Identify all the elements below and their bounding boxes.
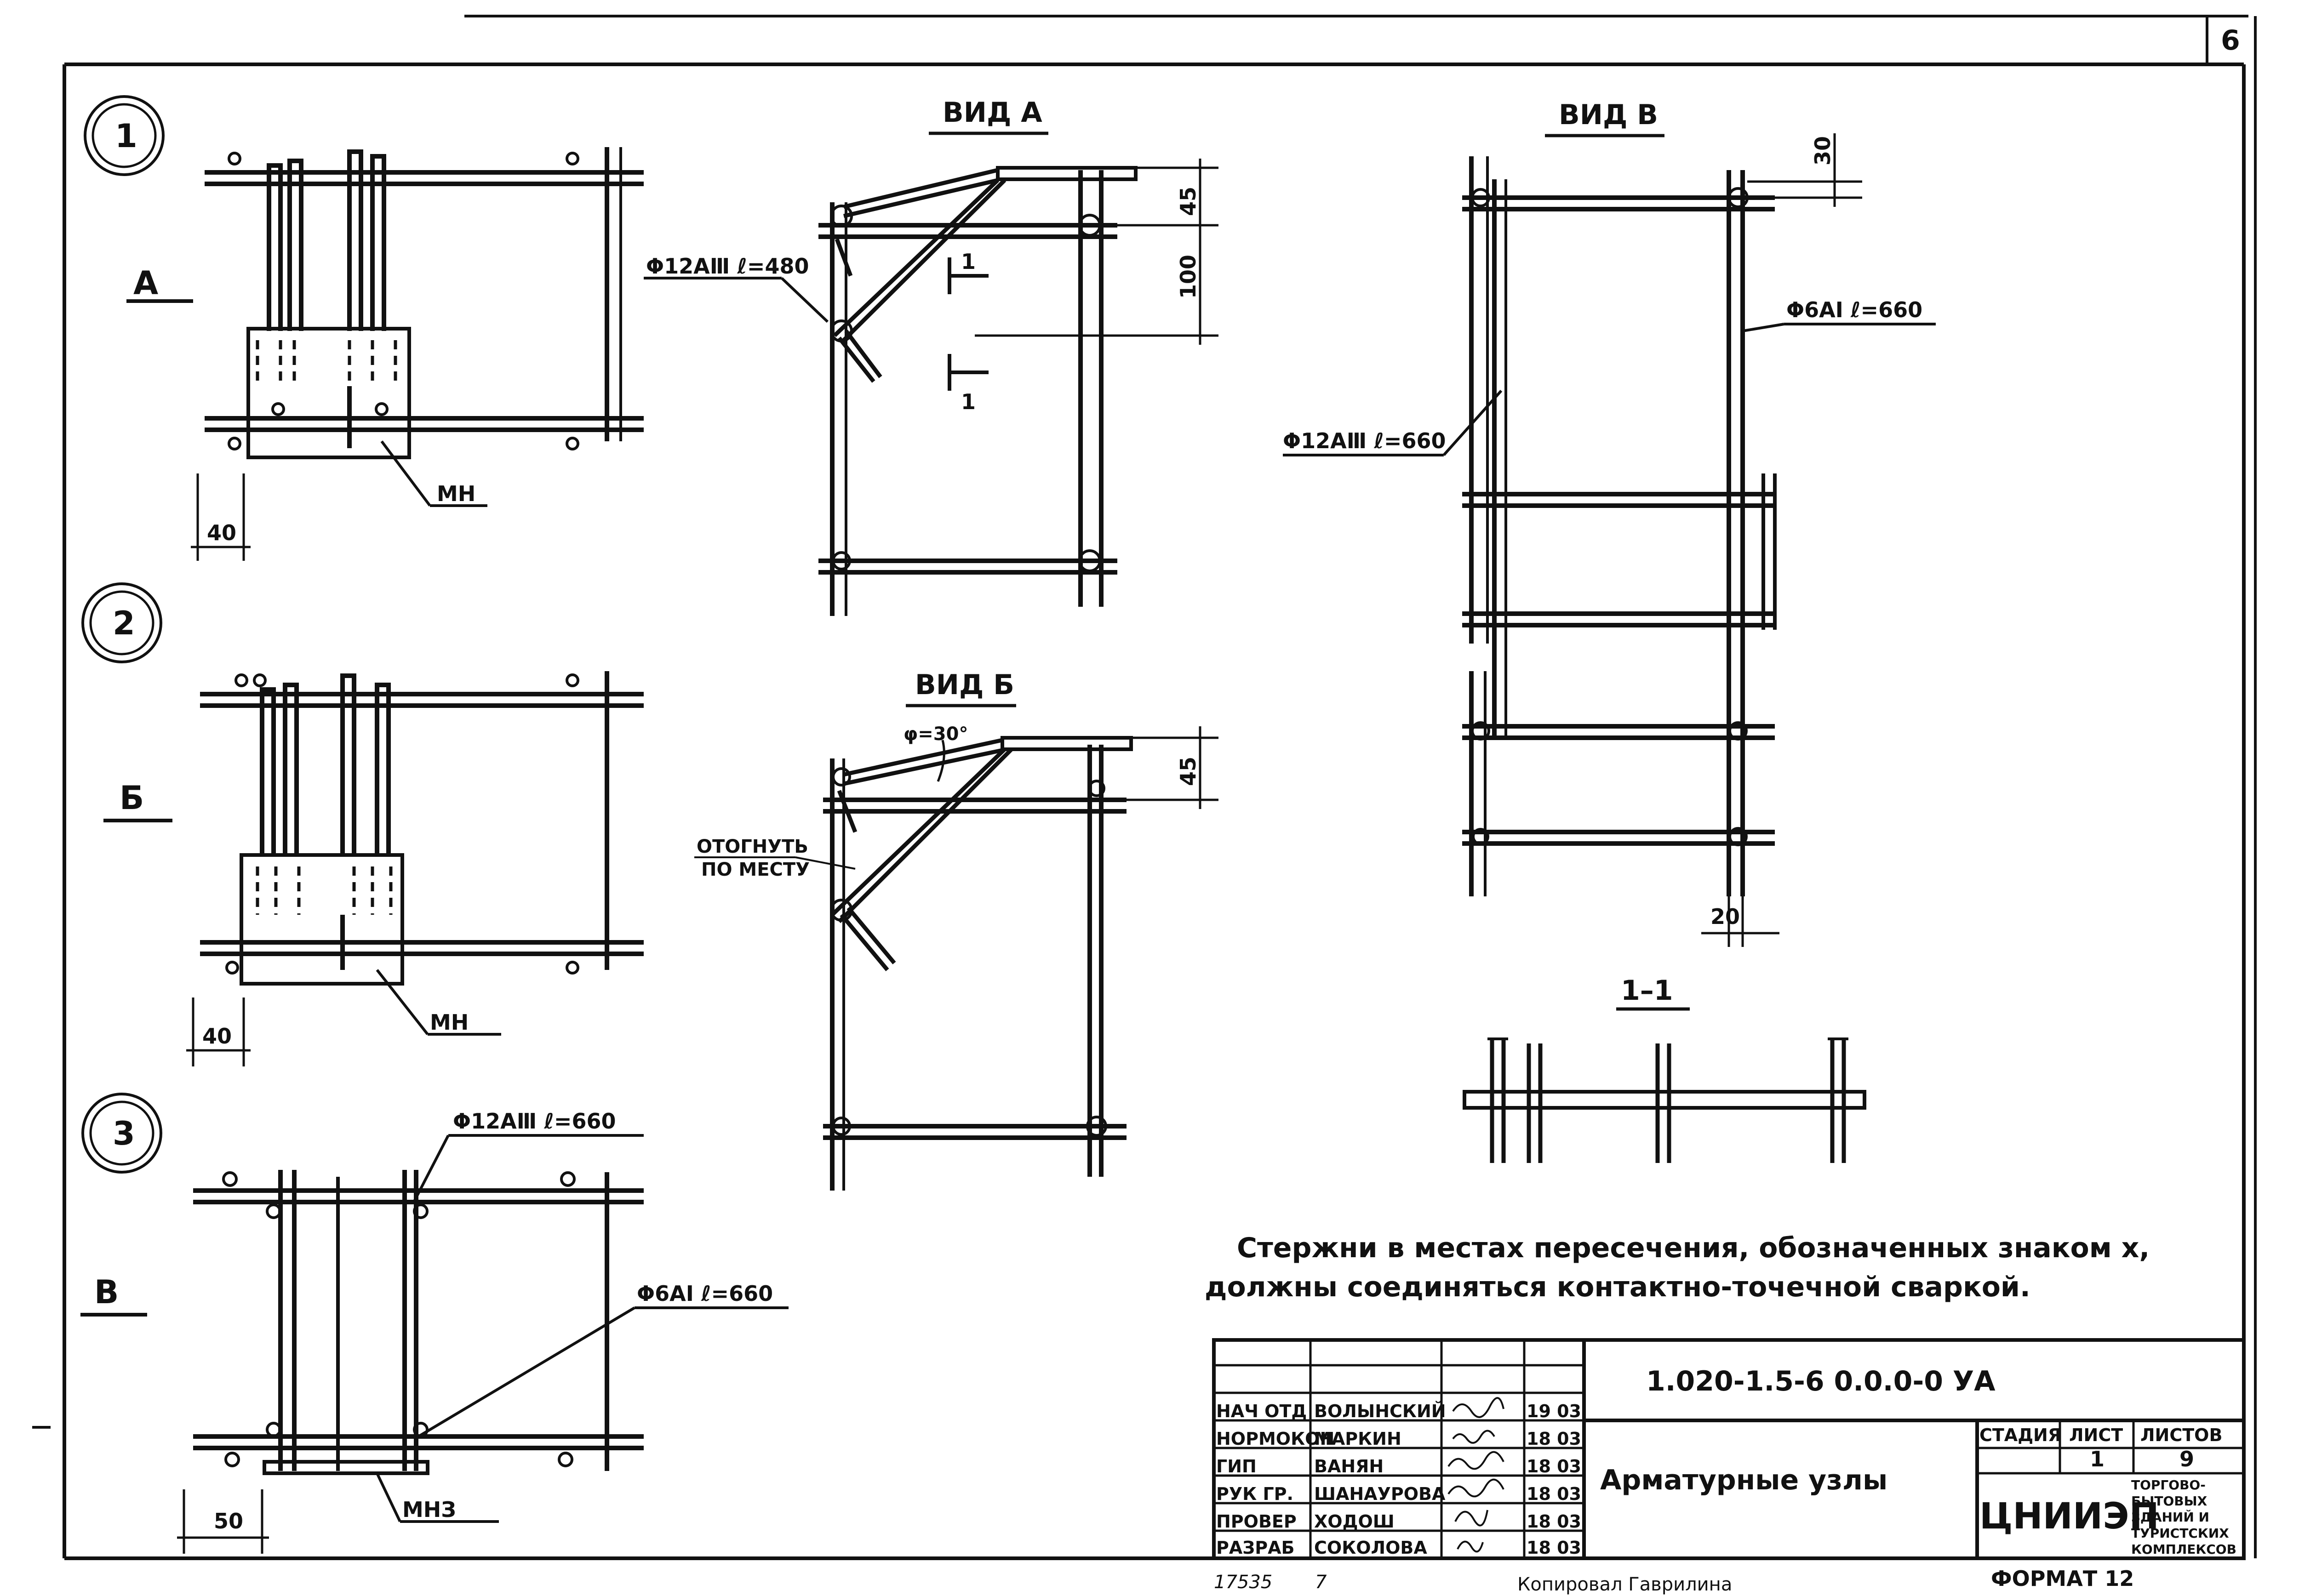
view-a-dim-100: 100 xyxy=(1176,255,1201,299)
tb-sheet-header: ЛИСТ xyxy=(2069,1425,2123,1445)
inventory-number: 17535 xyxy=(1214,1572,1272,1593)
note-line-2: должны соединяться контактно-точечной св… xyxy=(1205,1271,2030,1303)
node-3-bar-long: Φ12АⅢ ℓ=660 xyxy=(453,1109,616,1134)
view-b-note-1: ОТОГНУТЬ xyxy=(697,836,808,857)
sheet-frame xyxy=(32,15,2257,1560)
node-1-dim: 40 xyxy=(207,520,236,545)
tb-date-1: 19 03 xyxy=(1527,1401,1581,1421)
tb-date-5: 18 03 xyxy=(1527,1511,1581,1532)
view-b-note-2: ПО МЕСТУ xyxy=(701,859,810,880)
tb-person-4: ШАНАУРОВА xyxy=(1314,1484,1446,1504)
tb-role-1: НАЧ ОТД xyxy=(1216,1401,1307,1421)
section-1-1: 1–1 xyxy=(1463,975,1866,1163)
tb-sheet: 1 xyxy=(2090,1447,2105,1471)
tb-role-2: НОРМОКОН xyxy=(1216,1429,1334,1449)
view-b-dim-45: 45 xyxy=(1176,757,1201,786)
tb-date-3: 18 03 xyxy=(1527,1456,1581,1476)
node-3: 3 В Φ12АⅢ ℓ=660 Φ6АⅠ ℓ=660 МНЗ xyxy=(80,1093,789,1554)
tb-person-6: СОКОЛОВА xyxy=(1314,1538,1427,1558)
view-v: ВИД В Φ6АⅠ ℓ=660 xyxy=(1283,99,1936,947)
format-label: ФОРМАТ 12 xyxy=(1991,1566,2134,1591)
section-1-1-title: 1–1 xyxy=(1621,975,1673,1007)
view-b-title: ВИД Б xyxy=(915,669,1014,701)
view-b-angle: φ=30° xyxy=(904,724,968,745)
tb-date-4: 18 03 xyxy=(1527,1484,1581,1504)
note-line-1: Стержни в местах пересечения, обозначенн… xyxy=(1237,1232,2150,1264)
sheet-number: 6 xyxy=(2221,24,2240,57)
tb-person-3: ВАНЯН xyxy=(1314,1456,1384,1476)
view-v-dim-30: 30 xyxy=(1810,136,1835,165)
view-v-bar-1: Φ6АⅠ ℓ=660 xyxy=(1786,297,1922,322)
node-1: 1 А МН xyxy=(84,95,644,561)
copied-by: Копировал Гаврилина xyxy=(1517,1574,1732,1595)
tb-org: ЦНИИЭП xyxy=(1979,1496,2159,1537)
node-3-bar-short: Φ6АⅠ ℓ=660 xyxy=(637,1281,773,1306)
tb-org-sub-1: ТОРГОВО- xyxy=(2131,1477,2206,1493)
tb-sheets-header: ЛИСТОВ xyxy=(2140,1425,2222,1445)
doc-code: 1.020-1.5-6 0.0.0-0 УА xyxy=(1646,1365,1996,1397)
tb-org-sub-5: КОМПЛЕКСОВ xyxy=(2131,1542,2236,1557)
node-3-dim: 50 xyxy=(214,1509,243,1533)
inventory-number-2: 7 xyxy=(1315,1572,1327,1593)
tb-date-6: 18 03 xyxy=(1527,1538,1581,1558)
tb-sheets: 9 xyxy=(2179,1447,2194,1471)
view-b: ВИД Б φ=30° ОТОГНУТЬ ПО МЕСТУ xyxy=(694,669,1218,1191)
tb-person-1: ВОЛЫНСКИЙ xyxy=(1314,1401,1446,1421)
view-a-section-top: 1 xyxy=(961,249,976,274)
view-a: ВИД А Φ12АⅢ ℓ=480 1 1 xyxy=(644,97,1218,616)
tb-stage-header: СТАДИЯ xyxy=(1979,1425,2061,1445)
tb-person-2: МАРКИН xyxy=(1314,1429,1401,1449)
node-1-number: 1 xyxy=(115,117,137,155)
tb-role-3: ГИП xyxy=(1216,1456,1257,1476)
view-a-section-bottom: 1 xyxy=(961,389,976,414)
node-3-label: В xyxy=(94,1273,119,1311)
tb-org-sub-3: ЗДАНИЙ И xyxy=(2131,1509,2209,1525)
node-1-mn: МН xyxy=(437,481,475,506)
node-3-number: 3 xyxy=(113,1115,135,1152)
node-3-mn: МНЗ xyxy=(402,1497,456,1522)
view-a-title: ВИД А xyxy=(943,97,1042,129)
node-2-number: 2 xyxy=(113,604,135,642)
node-2-label: Б xyxy=(120,779,144,817)
doc-title: Арматурные узлы xyxy=(1600,1464,1887,1496)
node-1-label: А xyxy=(133,264,158,302)
note: Стержни в местах пересечения, обозначенн… xyxy=(1205,1232,2150,1303)
tb-role-4: РУК ГР. xyxy=(1216,1484,1293,1504)
signatures xyxy=(1447,1397,1504,1553)
tb-person-5: ХОДОШ xyxy=(1314,1511,1395,1532)
tb-org-sub-2: БЫТОВЫХ xyxy=(2131,1493,2207,1509)
view-a-dim-45: 45 xyxy=(1176,187,1201,216)
node-2: 2 Б МН 40 xyxy=(81,582,644,1066)
view-v-bar-2: Φ12АⅢ ℓ=660 xyxy=(1283,428,1446,453)
tb-date-2: 18 03 xyxy=(1527,1429,1581,1449)
view-v-title: ВИД В xyxy=(1559,99,1658,131)
tb-role-5: ПРОВЕР xyxy=(1216,1511,1297,1532)
title-block xyxy=(1212,1338,2246,1560)
node-2-dim: 40 xyxy=(202,1024,232,1049)
tb-role-6: РАЗРАБ xyxy=(1216,1538,1294,1558)
view-a-bar: Φ12АⅢ ℓ=480 xyxy=(646,254,809,279)
tb-org-sub-4: ТУРИСТСКИХ xyxy=(2131,1526,2229,1541)
view-v-dim-20: 20 xyxy=(1710,904,1740,929)
node-2-mn: МН xyxy=(430,1010,469,1035)
